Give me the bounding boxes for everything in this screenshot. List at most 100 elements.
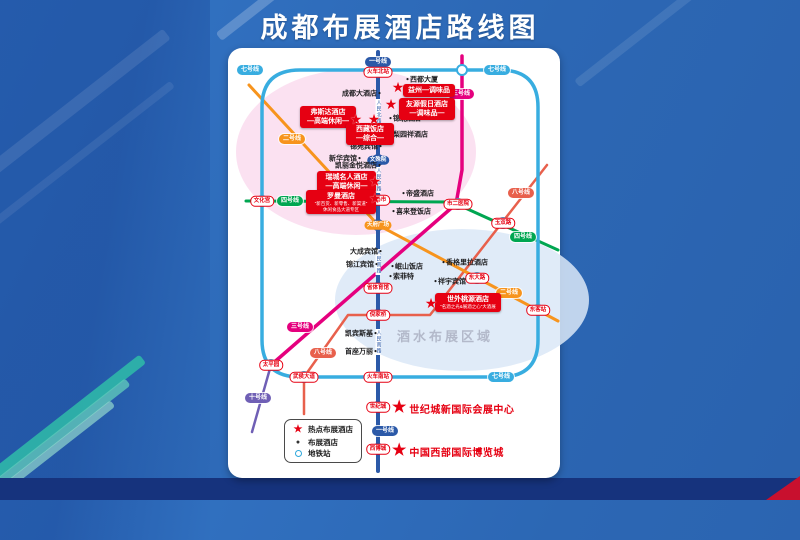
station-label: 市二医院 — [443, 198, 473, 210]
metro-line8 — [302, 163, 549, 416]
hotel-marker: 锦江宾馆● — [346, 262, 379, 269]
featured-star-icon: ★ — [349, 111, 363, 127]
venue-star-icon: ★ — [392, 442, 407, 459]
featured-hotel-text: 友源假日酒店 — [406, 101, 448, 108]
hotel-dot-icon: ● — [402, 190, 406, 197]
hotel-dot-icon: ● — [389, 273, 393, 280]
venue-callout: ★中国西部国际博览城 — [392, 443, 504, 459]
legend-item: 地铁站 — [293, 448, 353, 458]
road-label: 人民南路 — [375, 329, 382, 355]
legend-label: 布展酒店 — [308, 437, 338, 447]
featured-hotel-card: 益州—调味品 — [403, 84, 455, 98]
hotel-marker: ●梨园祥酒店 — [388, 132, 428, 139]
hotel-dot-icon: ● — [373, 330, 377, 337]
hotel-label: 祥宇宾馆 — [438, 278, 467, 286]
station-label: 省体育馆 — [363, 282, 393, 294]
hotel-marker: ●西都大厦 — [405, 77, 438, 84]
hotel-dot-icon: ● — [377, 90, 381, 97]
road-label: 人民南路 — [375, 249, 382, 275]
hotel-dot-icon: ● — [442, 259, 446, 266]
hotel-marker: ●喜来登饭店 — [391, 209, 431, 216]
featured-star-icon: ★ — [368, 173, 382, 189]
hotel-dot-icon: ● — [373, 348, 377, 355]
star-icon: ★ — [293, 424, 303, 435]
hotel-marker: 大成宾馆● — [350, 249, 383, 256]
page-title: 成都布展酒店路线图 — [260, 13, 540, 43]
legend-label: 热点布展酒店 — [308, 425, 353, 435]
station-label: 玉双路 — [491, 217, 515, 229]
hotel-marker: ●索菲特 — [388, 274, 414, 281]
hotel-dot-icon: ● — [378, 248, 382, 255]
featured-hotel-text: 西藏饭店 — [356, 126, 384, 133]
hotel-marker: 成都大酒店● — [342, 91, 382, 98]
legend-item: ● 布展酒店 — [293, 437, 353, 447]
hotel-dot-icon: ● — [374, 261, 378, 268]
featured-hotel-text: —高端休闲— — [325, 183, 368, 191]
hotel-label: 成都大酒店 — [341, 90, 377, 98]
hotel-label: 岷山饭店 — [395, 263, 424, 271]
station-label: 世纪城 — [366, 401, 390, 413]
hotel-marker: 凯丽金悦酒店● — [335, 163, 382, 170]
venue-star-icon: ★ — [392, 399, 407, 416]
featured-hotel-card: 瑞城名人酒店 —高端休闲— — [317, 171, 376, 194]
line-badge-line8: 八号线 — [507, 188, 535, 198]
hotel-label: 大成宾馆 — [349, 248, 378, 256]
featured-hotel-text: —综合— — [356, 135, 384, 143]
featured-hotel-text: 瑞城名人酒店 — [325, 174, 368, 181]
station-label: 西博城 — [366, 443, 390, 455]
line-badge-line3: 三号线 — [447, 89, 475, 99]
hotel-label: 首座万丽 — [344, 348, 373, 356]
station-label: 东大路 — [465, 272, 489, 284]
map-legend: ★ 热点布展酒店 ● 布展酒店地铁站 — [284, 419, 362, 463]
line-badge-line7: 七号线 — [236, 65, 264, 75]
hotel-label: 新华宾馆 — [328, 155, 357, 163]
hotel-dot-icon: ● — [389, 115, 393, 122]
station-label: 倪家桥 — [366, 309, 390, 321]
line-badge-line7: 七号线 — [483, 65, 511, 75]
line-badge-line2: 二号线 — [278, 134, 306, 144]
hotel-marker: ●岷山饭店 — [390, 264, 423, 271]
hotel-marker: 凯宾斯基● — [345, 331, 378, 338]
featured-hotel-text: —调味品— — [409, 110, 445, 118]
venue-callout: ★世纪城新国际会展中心 — [392, 400, 514, 416]
station-label: 武侯大道 — [289, 371, 319, 383]
hotel-marker: ●帝盛酒店 — [401, 191, 434, 198]
station-label: 文殊院 — [367, 155, 389, 165]
featured-hotel-text: 世外桃源酒店 — [447, 296, 489, 303]
station-label: 天府广场 — [364, 220, 392, 230]
line-badge-line3: 三号线 — [286, 322, 314, 332]
featured-hotel-text: “名酒之光&展酒之心”大酒展 — [440, 304, 496, 310]
hotel-label: 香格里拉酒店 — [446, 259, 489, 267]
featured-hotel-card: 罗曼酒店“新百货、新零售、新渠道”休闲食品大道专区 — [306, 190, 376, 215]
featured-hotel-text: 弗斯达酒店 — [310, 109, 346, 116]
featured-star-icon: ★ — [391, 79, 405, 95]
line-badge-line8: 八号线 — [309, 348, 337, 358]
featured-hotel-card: 世外桃源酒店“名酒之光&展酒之心”大酒展 — [435, 293, 501, 312]
hotel-dot-icon: ● — [406, 76, 410, 83]
hotel-label: 索菲特 — [393, 273, 415, 281]
line-badge-line7: 七号线 — [487, 372, 515, 382]
zone-label: 酒水布展区域 — [397, 329, 494, 344]
legend-item: ★ 热点布展酒店 — [293, 425, 353, 435]
hotel-dot-icon: ● — [377, 162, 381, 169]
dot-icon: ● — [295, 438, 301, 446]
legend-label: 地铁站 — [308, 448, 331, 458]
line-badge-line4: 四号线 — [276, 196, 304, 206]
hotel-label: 帝盛酒店 — [406, 190, 435, 198]
hotel-dot-icon: ● — [391, 263, 395, 270]
metro-ring-icon — [293, 449, 303, 457]
featured-hotel-text: 益州—调味品 — [408, 87, 450, 94]
featured-hotel-text: 罗曼酒店 — [327, 193, 355, 200]
featured-star-icon: ★ — [368, 190, 382, 206]
featured-hotel-text: “新百货、新零售、新渠道” — [314, 201, 368, 207]
featured-star-icon: ★ — [384, 96, 398, 112]
line-badge-line1: 一号线 — [364, 57, 392, 67]
hotel-marker: ●香格里拉酒店 — [441, 260, 488, 267]
featured-hotel-text: —高端休闲— — [307, 118, 349, 126]
featured-hotel-card: 友源假日酒店 —调味品— — [399, 98, 455, 121]
line-badge-line10: 十号线 — [244, 393, 272, 403]
hotel-marker: 首座万丽● — [345, 349, 378, 356]
featured-hotel-card: 西藏饭店 —综合— — [346, 123, 394, 146]
featured-hotel-card: 弗斯达酒店 —高端休闲— — [300, 106, 356, 129]
station-label: 东客站 — [526, 304, 550, 316]
